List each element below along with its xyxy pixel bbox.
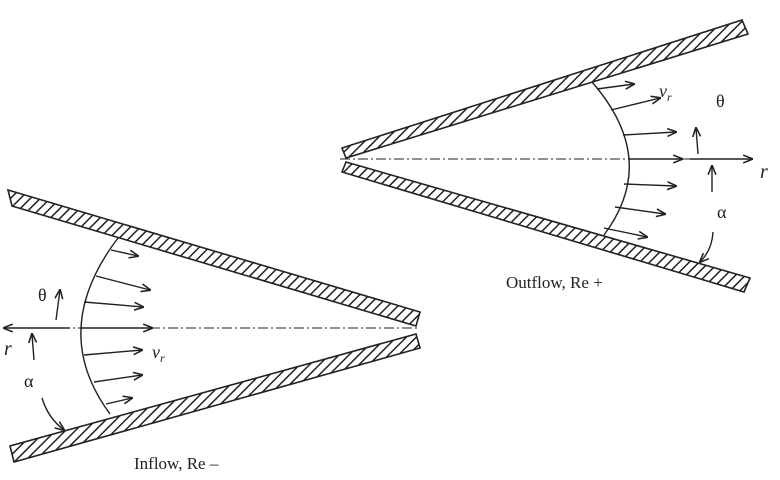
inflow-alpha-arrow-down	[41, 397, 64, 430]
inflow-caption: Inflow, Re –	[134, 454, 219, 473]
outflow-velocity-label: vr	[659, 81, 672, 104]
inflow-alpha-label: α	[24, 371, 34, 391]
inflow-theta-label: θ	[38, 285, 47, 305]
outflow-velocity-arrows	[596, 84, 682, 237]
outflow-alpha-arrow-down	[700, 231, 714, 262]
inflow-velocity-profile	[80, 237, 119, 415]
outflow-caption: Outflow, Re +	[506, 273, 603, 292]
outflow-diagram: vr θ α r Outflow, Re +	[340, 19, 768, 293]
inflow-diagram: vr θ α r Inflow, Re –	[4, 188, 421, 473]
outflow-theta-label: θ	[716, 91, 725, 111]
inflow-r-label: r	[4, 338, 12, 360]
outflow-upper-wall	[340, 19, 750, 159]
inflow-velocity-label: vr	[152, 342, 165, 365]
inflow-theta-arrow	[56, 290, 60, 321]
outflow-theta-arrow	[696, 128, 698, 155]
inflow-upper-wall	[6, 188, 421, 327]
inflow-lower-wall	[9, 333, 421, 463]
outflow-r-label: r	[760, 161, 768, 183]
outflow-alpha-label: α	[717, 202, 727, 222]
outflow-lower-wall	[340, 161, 752, 293]
inflow-alpha-arrow-up	[32, 334, 34, 361]
inflow-velocity-arrows	[80, 249, 152, 405]
